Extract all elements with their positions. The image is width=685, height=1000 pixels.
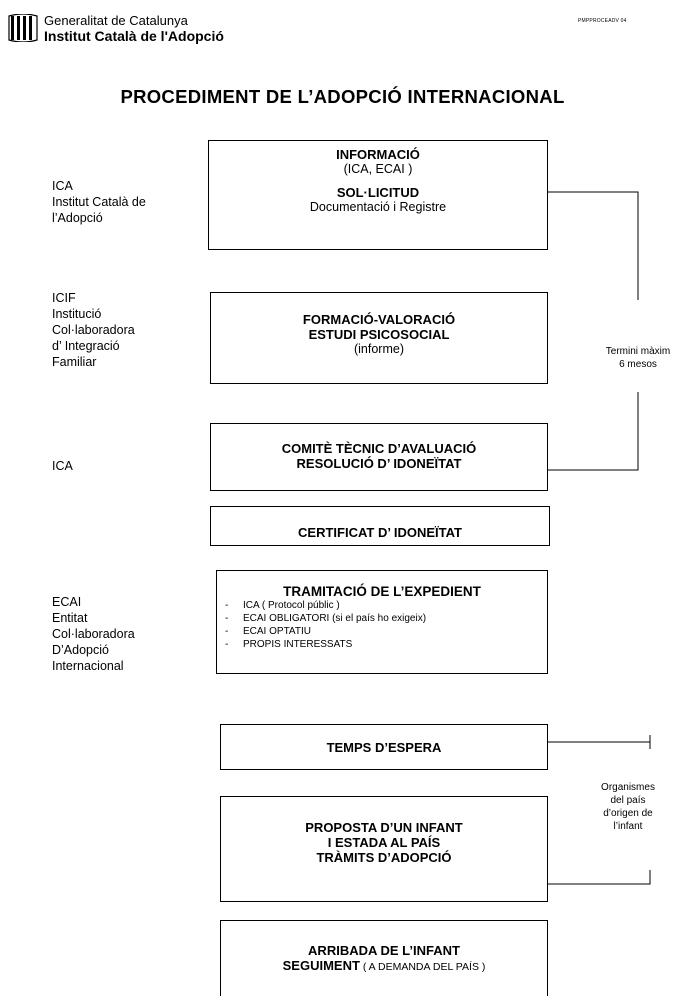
list-item: -PROPIS INTERESSATS [225,639,353,650]
label-ica-comite: ICA [52,458,73,474]
step-temps-box: TEMPS D’ESPERA [220,724,548,770]
document-reference: PMPPROCEADV 04 [578,18,627,24]
step-informacio-title: INFORMACIÓ [336,147,420,162]
step-proposta-box: PROPOSTA D’UN INFANT I ESTADA AL PAÍS TR… [220,796,548,902]
label-ecai: ECAI Entitat Col·laboradora D’Adopció In… [52,594,135,674]
label-line: ICIF [52,291,76,305]
step-formacio-box: FORMACIÓ-VALORACIÓ ESTUDI PSICOSOCIAL (i… [210,292,548,384]
label-line: Col·laboradora [52,627,135,641]
termini-note: Termini màxim 6 mesos [588,345,685,371]
step-comite-box: COMITÈ TÈCNIC D’AVALUACIÓ RESOLUCIÓ D’ I… [210,423,548,491]
step-arribada-line2: SEGUIMENT ( A DEMANDA DEL PAÍS ) [221,958,547,975]
label-icif: ICIF Institució Col·laboradora d’ Integr… [52,290,135,370]
step-tramitacio-box: TRAMITACIÓ DE L’EXPEDIENT -ICA ( Protoco… [216,570,548,674]
step-proposta-line3: TRÀMITS D’ADOPCIÓ [316,850,452,865]
label-line: Familiar [52,355,97,369]
step-comite-line1: COMITÈ TÈCNIC D’AVALUACIÓ [281,441,477,456]
step-certificat-line1: CERTIFICAT D’ IDONEÏTAT [298,525,462,540]
termini-bracket-top [547,191,639,300]
step-certificat-box: CERTIFICAT D’ IDONEÏTAT [210,506,550,546]
termini-bracket-bottom [547,392,639,471]
note-line: l’infant [613,821,643,832]
label-line: ECAI [52,595,82,609]
step-arribada-box: ARRIBADA DE L’INFANT SEGUIMENT ( A DEMAN… [220,920,548,996]
step-formacio-line3: (informe) [353,342,404,356]
organismes-note: Organismes del país d’origen de l’infant [580,781,676,833]
list-item: -ECAI OPTATIU [225,626,311,637]
step-proposta-line2: I ESTADA AL PAÍS [327,835,441,850]
generalitat-logo-icon [8,14,38,42]
seguiment-label: SEGUIMENT [282,958,360,973]
header-institute-name: Institut Català de l'Adopció [44,28,224,44]
step-sollicitud-sub: Documentació i Registre [309,200,447,214]
label-line: Internacional [52,659,124,673]
label-line: Entitat [52,611,88,625]
list-item: -ICA ( Protocol públic ) [225,600,340,611]
label-line: Institució [52,307,102,321]
step-tramitacio-title: TRAMITACIÓ DE L’EXPEDIENT [283,584,481,599]
label-line: D’Adopció [52,643,109,657]
tramitacio-list: -ICA ( Protocol públic ) -ECAI OBLIGATOR… [225,599,547,651]
step-comite-line2: RESOLUCIÓ D’ IDONEÏTAT [296,456,462,471]
organismes-bracket-bottom [547,870,651,885]
step-arribada-line1: ARRIBADA DE L’INFANT [308,943,460,958]
label-line: Institut Català de [52,195,146,209]
page-title: PROCEDIMENT DE L’ADOPCIÓ INTERNACIONAL [120,86,565,107]
step-temps-line1: TEMPS D’ESPERA [326,740,442,755]
step-informacio-box: INFORMACIÓ (ICA, ECAI ) SOL·LICITUD Docu… [208,140,548,250]
label-line: ICA [52,459,73,473]
seguiment-note: ( A DEMANDA DEL PAÍS ) [359,961,486,973]
header-org-name: Generalitat de Catalunya [44,13,188,28]
note-line: del país [610,795,646,806]
step-formacio-line2: ESTUDI PSICOSOCIAL [308,327,450,342]
label-line: l’Adopció [52,211,103,225]
label-line: ICA [52,179,73,193]
note-line: Organismes [601,782,655,793]
label-line: Col·laboradora [52,323,135,337]
label-ica-informacio: ICA Institut Català de l’Adopció [52,178,146,226]
list-item: -ECAI OBLIGATORI (si el país ho exigeix) [225,613,427,624]
label-line: d’ Integració [52,339,120,353]
step-sollicitud-title: SOL·LICITUD [336,185,420,200]
note-line: d’origen de [603,808,653,819]
step-informacio-sub: (ICA, ECAI ) [343,162,413,176]
step-proposta-line1: PROPOSTA D’UN INFANT [305,820,463,835]
note-line: 6 mesos [619,359,657,370]
note-line: Termini màxim [605,346,671,357]
step-formacio-line1: FORMACIÓ-VALORACIÓ [302,312,456,327]
